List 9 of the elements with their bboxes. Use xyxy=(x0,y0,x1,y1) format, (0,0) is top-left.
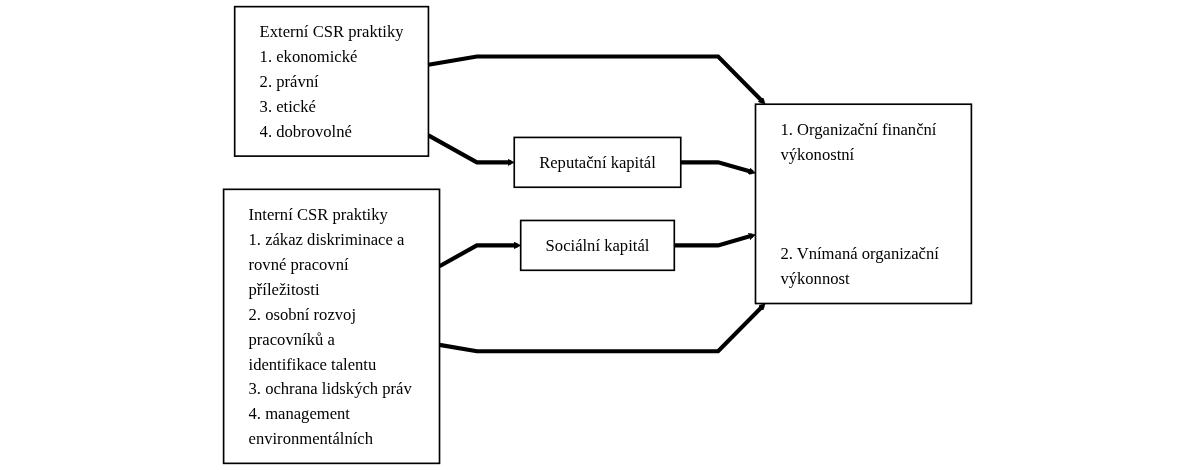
node-box xyxy=(222,188,441,465)
arrow xyxy=(428,54,766,105)
arrow xyxy=(680,160,756,175)
node-box xyxy=(754,103,973,305)
arrow xyxy=(674,233,756,248)
node-box xyxy=(519,219,676,272)
node-box xyxy=(513,136,682,189)
node-box xyxy=(233,5,430,157)
arrow xyxy=(439,303,766,354)
